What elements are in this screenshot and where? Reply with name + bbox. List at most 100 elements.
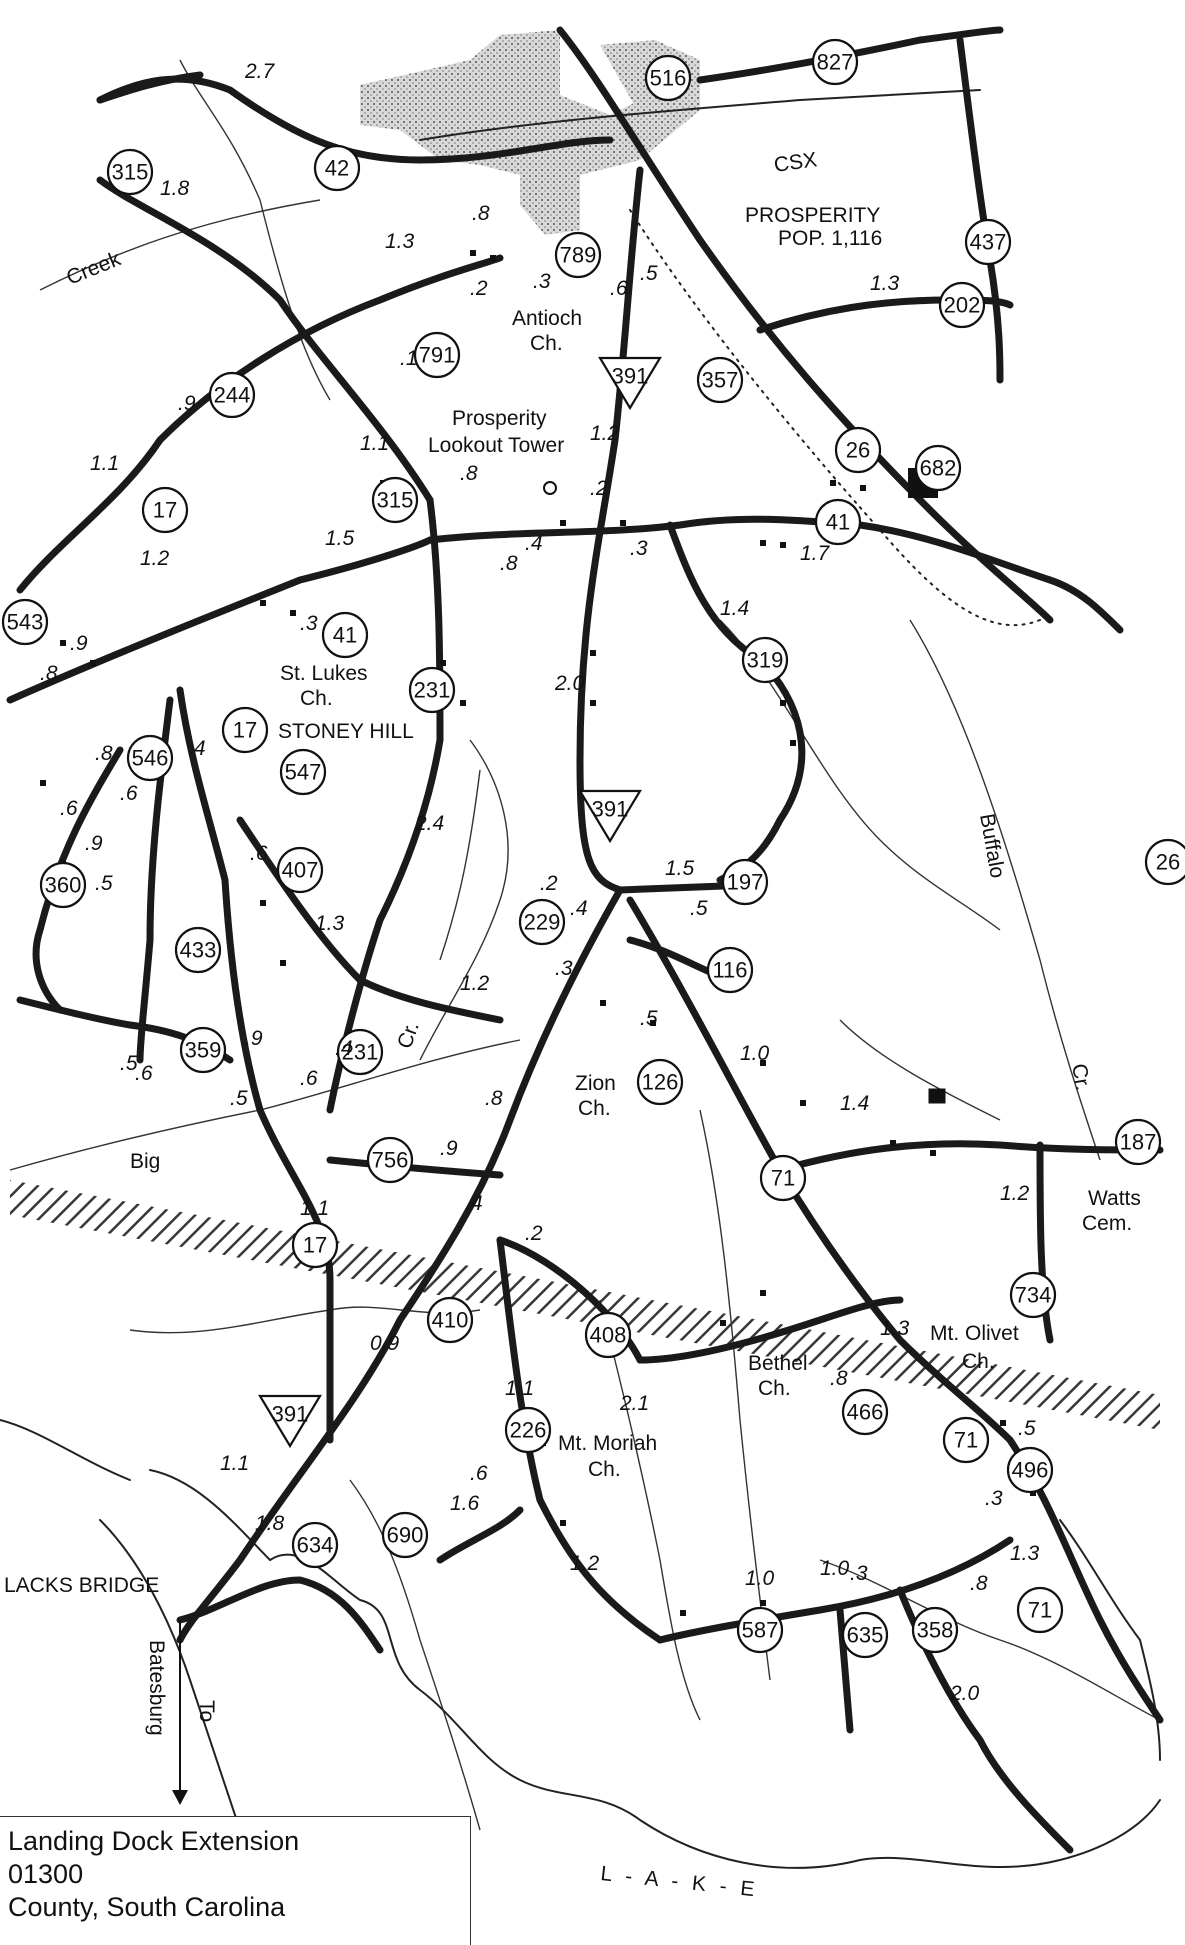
mileage-label: .5 (120, 1052, 138, 1075)
route-number: 315 (112, 160, 149, 185)
route-shield-17: 17 (221, 706, 269, 754)
label-lake: L - A - K - E (599, 1862, 759, 1901)
route-shield-496: 496 (1006, 1446, 1054, 1494)
route-number: 202 (944, 293, 981, 318)
mileage-label: 1.8 (255, 1512, 285, 1535)
route-shield-41: 41 (814, 498, 862, 546)
mileage-label: .2 (525, 1222, 543, 1245)
route-number: 391 (612, 364, 649, 389)
mileage-label: 1.2 (1000, 1182, 1030, 1205)
mileage-label: .3 (300, 612, 318, 635)
route-shield-546: 546 (126, 734, 174, 782)
mileage-label: .8 (460, 462, 478, 485)
mileage-label: .4 (570, 897, 588, 920)
route-number: 231 (414, 678, 451, 703)
label-cr: Cr. (393, 1019, 424, 1052)
route-number: 410 (432, 1308, 469, 1333)
label-antioch-ch: Ch. (530, 332, 563, 355)
label-creek: Creek (63, 247, 124, 289)
label-batesburg: Batesburg (145, 1640, 168, 1736)
route-shield-547: 547 (279, 748, 327, 796)
route-number: 690 (387, 1523, 424, 1548)
mileage-label: .3 (850, 1562, 868, 1585)
route-number: 682 (920, 456, 957, 481)
route-shield-391-tri: 391 (598, 356, 662, 411)
label-bethel-1: Bethel (748, 1352, 808, 1375)
mileage-label: 1.5 (325, 527, 355, 550)
route-shield-690: 690 (381, 1511, 429, 1559)
route-shield-433: 433 (174, 926, 222, 974)
mileage-label: 1.1 (300, 1197, 329, 1220)
route-shield-116: 116 (706, 946, 754, 994)
mileage-label: .3 (630, 537, 648, 560)
route-number: 433 (180, 938, 217, 963)
mileage-label: 1.0 (740, 1042, 770, 1065)
route-number: 546 (132, 746, 169, 771)
route-shield-197: 197 (721, 858, 769, 906)
mileage-label: 0.9 (370, 1332, 400, 1355)
label-mt-olivet-1: Mt. Olivet (930, 1322, 1019, 1345)
mileage-label: 1.3 (1010, 1542, 1040, 1565)
mileage-label: .9 (85, 832, 103, 855)
route-number: 635 (847, 1623, 884, 1648)
mileage-label: 1.3 (315, 912, 345, 935)
label-buffalo-cr: Cr. (1067, 1062, 1094, 1092)
mileage-label: .8 (500, 552, 518, 575)
mileage-label: .5 (640, 1007, 658, 1030)
mileage-label: .4 (188, 737, 206, 760)
mileage-label: 2.0 (949, 1682, 980, 1705)
legend-number: 01300 (8, 1859, 84, 1889)
route-shield-71: 71 (1016, 1586, 1064, 1634)
route-number: 71 (954, 1428, 978, 1453)
mileage-label: .9 (70, 632, 88, 655)
route-shield-17: 17 (291, 1221, 339, 1269)
mileage-label: .2 (470, 277, 488, 300)
mileage-label: 2.7 (244, 60, 276, 83)
route-shield-791: 791 (413, 331, 461, 379)
label-prosperity-pop: POP. 1,116 (778, 227, 882, 250)
mileage-label: .8 (472, 202, 490, 225)
route-shield-41: 41 (321, 611, 369, 659)
mileage-label: .5 (640, 262, 658, 285)
route-number: 543 (7, 610, 44, 635)
route-number: 360 (45, 873, 82, 898)
route-number: 587 (742, 1618, 779, 1643)
mileage-label: 1.4 (720, 597, 749, 620)
route-number: 791 (419, 343, 456, 368)
mileage-label: .3 (555, 957, 573, 980)
route-shield-42: 42 (313, 144, 361, 192)
route-number: 71 (771, 1166, 795, 1191)
route-shield-359: 359 (179, 1026, 227, 1074)
route-number: 516 (650, 66, 687, 91)
route-number: 17 (233, 718, 257, 743)
label-zion-1: Zion (575, 1072, 616, 1095)
mileage-label: .9 (178, 392, 196, 415)
route-number: 71 (1028, 1598, 1052, 1623)
legend-title: Landing Dock Extension (8, 1826, 300, 1856)
label-csx: CSX (772, 148, 818, 177)
route-shield-410: 410 (426, 1296, 474, 1344)
mileage-label: .6 (60, 797, 78, 820)
route-number: 391 (592, 797, 629, 822)
town-area (360, 30, 700, 235)
route-shield-358: 358 (911, 1606, 959, 1654)
mileage-label: 1.1 (505, 1377, 534, 1400)
route-shield-17: 17 (141, 486, 189, 534)
label-st-lukes-1: St. Lukes (280, 662, 368, 685)
route-number: 319 (747, 648, 784, 673)
route-shield-466: 466 (841, 1388, 889, 1436)
route-shield-391-tri: 391 (258, 1394, 322, 1449)
mileage-label: 1.8 (160, 177, 190, 200)
route-shield-635: 635 (841, 1611, 889, 1659)
route-shield-437: 437 (964, 218, 1012, 266)
mileage-label: .2 (540, 872, 558, 895)
mileage-label: .6 (135, 1062, 153, 1085)
route-number: 17 (303, 1233, 327, 1258)
label-prosperity: PROSPERITY (745, 204, 880, 227)
mileage-label: 2.0 (554, 672, 585, 695)
route-number: 789 (560, 243, 597, 268)
mileage-label: .4 (335, 1037, 353, 1060)
label-to: To (195, 1700, 218, 1722)
route-shield-516: 516 (644, 54, 692, 102)
mileage-label: 1.0 (745, 1567, 775, 1590)
